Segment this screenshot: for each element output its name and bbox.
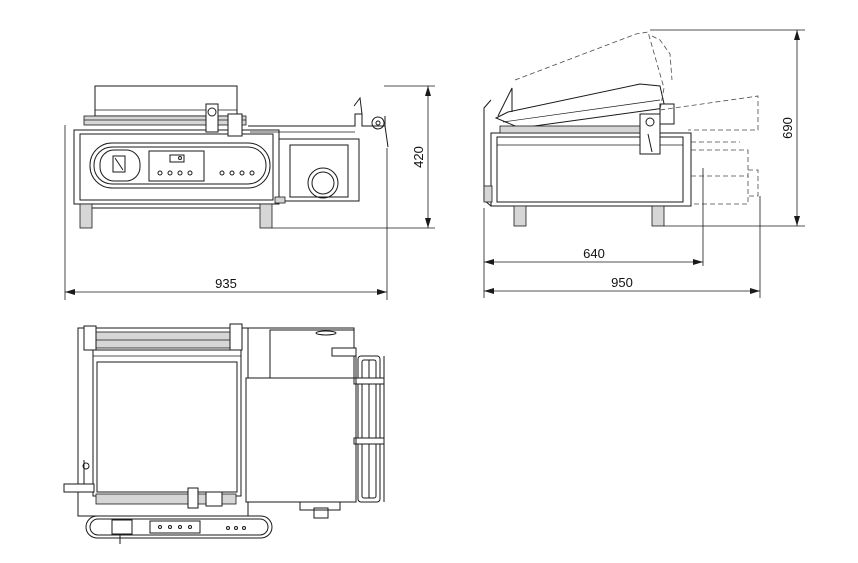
film-roller-unit [278, 138, 360, 202]
dimension-side-height: 690 [650, 29, 805, 227]
side-foot-left [513, 205, 527, 227]
foot-left [79, 203, 93, 229]
side-body [490, 132, 692, 207]
side-foot-right [651, 205, 665, 227]
dim-640-label: 640 [583, 246, 605, 261]
dimension-front-height: 420 [272, 85, 435, 229]
control-panel [89, 142, 271, 189]
foot-right [259, 203, 273, 229]
dim-950-label: 950 [611, 275, 633, 290]
dimension-side-depth-total: 950 [484, 196, 761, 298]
front-view [73, 85, 389, 229]
side-seal-bar [499, 125, 651, 134]
top-view [63, 323, 385, 544]
display [169, 154, 185, 163]
side-view [483, 31, 759, 227]
open-lid-outline [514, 31, 665, 111]
dim-420-label: 420 [411, 146, 426, 168]
dimension-front-width: 935 [64, 125, 388, 300]
dim-690-label: 690 [780, 117, 795, 139]
front-seal-bar [83, 115, 247, 126]
dimension-side-depth-closed: 640 [483, 168, 704, 298]
top-film-roll [357, 355, 381, 503]
chamber [92, 349, 242, 497]
dim-935-label: 935 [215, 276, 237, 291]
